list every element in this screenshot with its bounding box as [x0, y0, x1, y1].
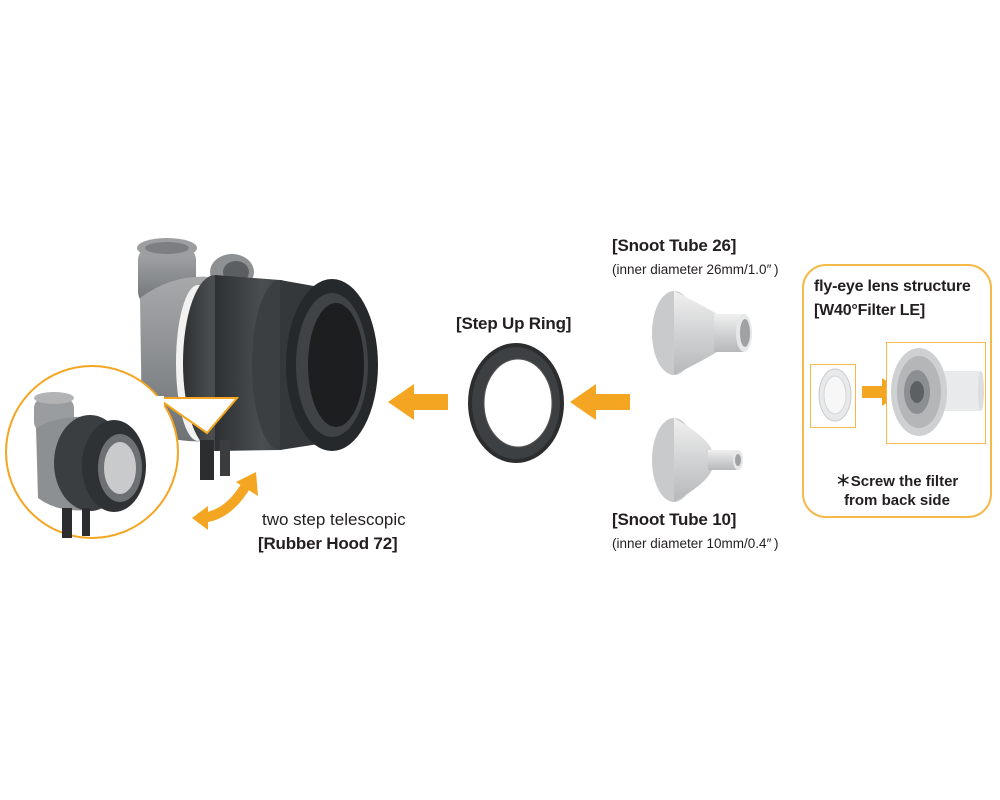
filter-lens-illustration: [818, 368, 852, 422]
fly-eye-title: fly-eye lens structure: [814, 278, 971, 295]
hood-retracted-inset-illustration: [5, 365, 240, 539]
filter-detail-panel: fly-eye lens structure [W40°Filter LE] ＊…: [802, 264, 992, 518]
filter-name-label: [W40°Filter LE]: [814, 302, 925, 319]
arrow-right-icon: [862, 378, 904, 406]
snoot-tube-26-illustration: [652, 291, 752, 375]
arrow-left-icon: [388, 384, 448, 420]
hood-feature-label: two step telescopic: [262, 510, 406, 529]
snoot-tube-10-label: [Snoot Tube 10]: [612, 510, 737, 529]
snoot-tube-10-illustration: [652, 418, 743, 502]
rubber-hood-label: [Rubber Hood 72]: [258, 534, 398, 553]
snoot-back-illustration: [891, 348, 984, 436]
step-up-ring-label: [Step Up Ring]: [456, 314, 572, 333]
snoot-tube-10-spec: (inner diameter 10mm/0.4″ ): [612, 536, 779, 551]
filter-thumbnail: [810, 364, 856, 428]
arrow-left-icon: [570, 384, 630, 420]
step-up-ring-illustration: [468, 343, 564, 463]
snoot-back-thumbnail: [886, 342, 986, 444]
snoot-tube-26-label: [Snoot Tube 26]: [612, 236, 737, 255]
filter-note-line2: from back side: [844, 492, 950, 509]
filter-note-line1: ＊Screw the filter: [835, 473, 959, 490]
double-arrow-icon: [192, 472, 258, 530]
snoot-tube-26-spec: (inner diameter 26mm/1.0″ ): [612, 262, 779, 277]
